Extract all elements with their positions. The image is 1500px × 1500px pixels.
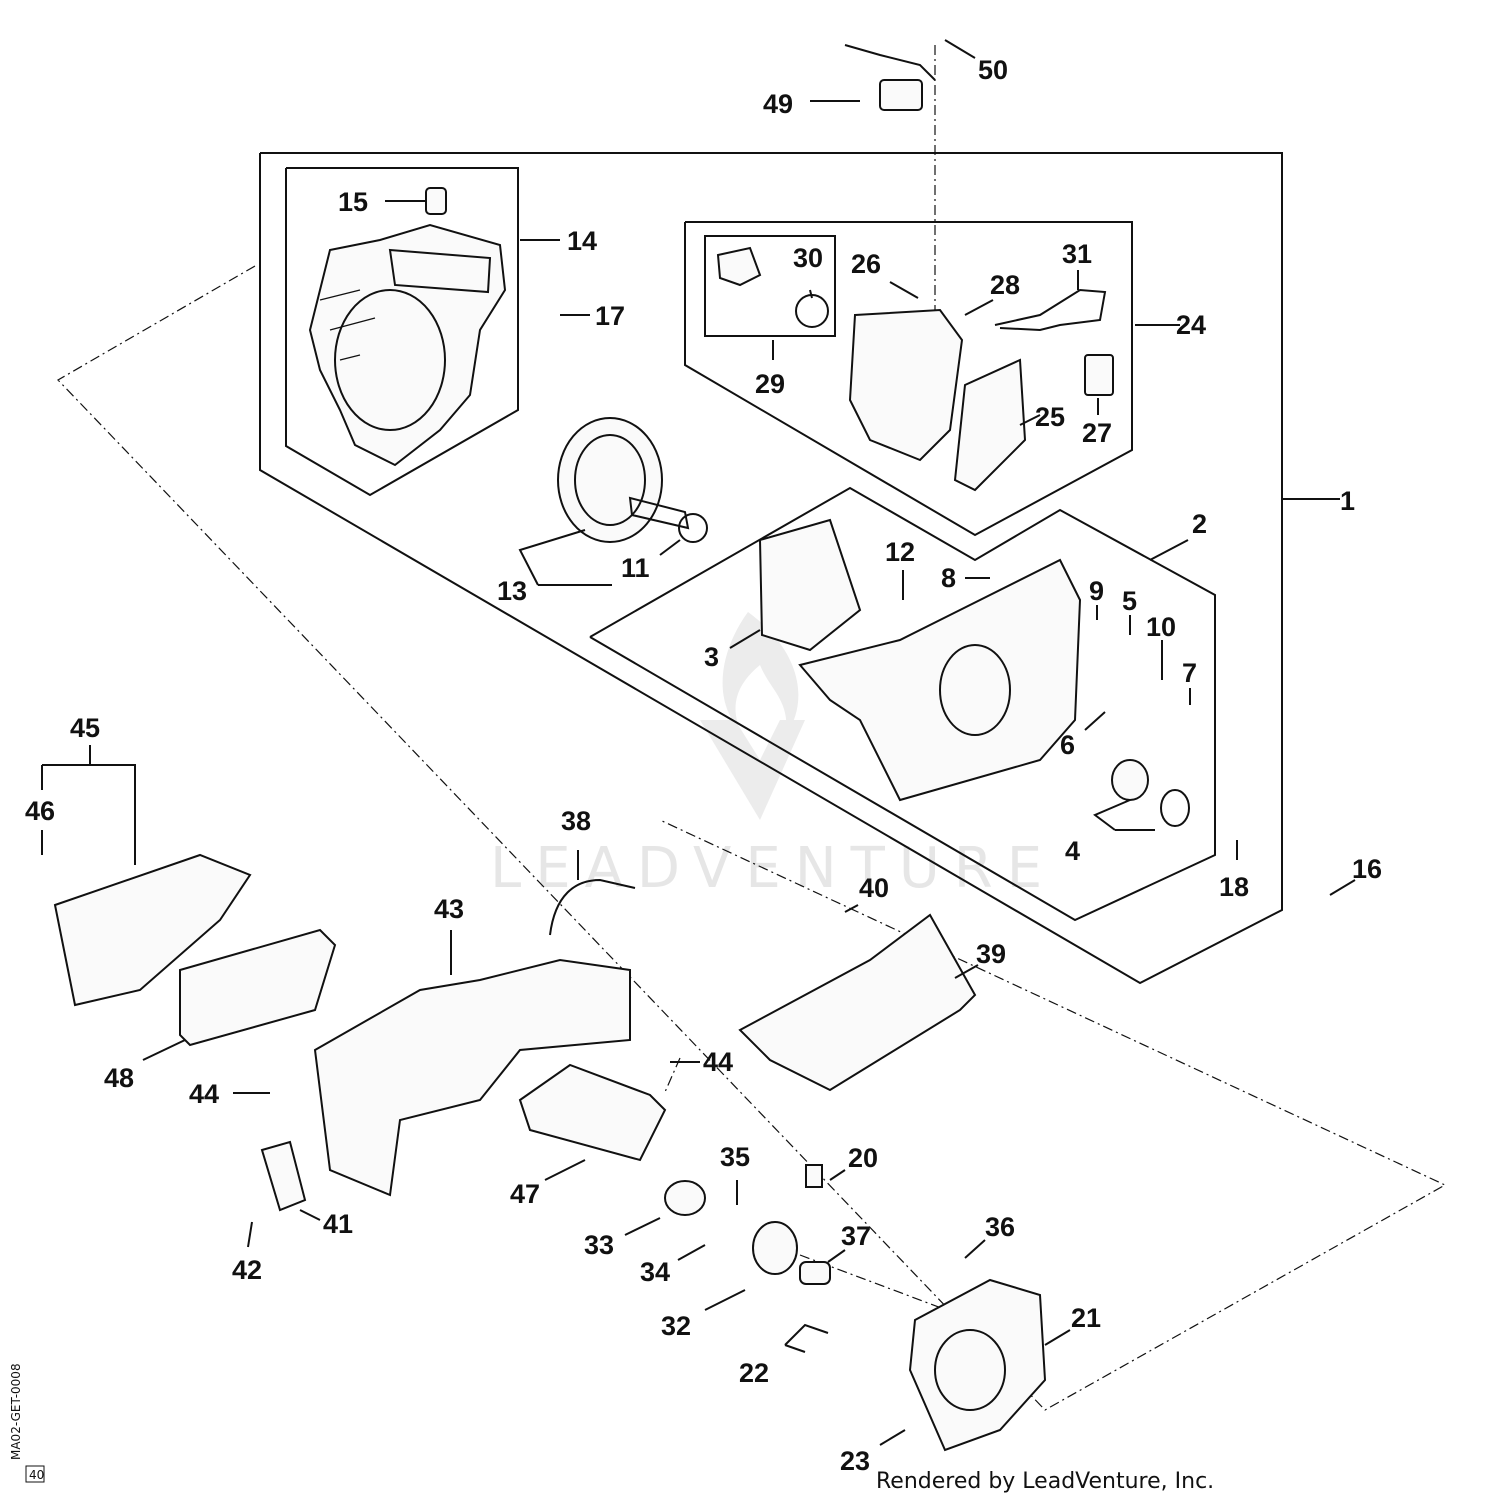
- callout-6: 6: [1060, 730, 1075, 760]
- callout-8: 8: [941, 563, 956, 593]
- callout-4: 4: [1065, 836, 1080, 866]
- callout-50: 50: [978, 55, 1008, 85]
- callout-39: 39: [976, 939, 1006, 969]
- callout-10: 10: [1146, 612, 1176, 642]
- kit-box-24: [684, 221, 1133, 537]
- callout-44-right: 44: [703, 1047, 733, 1077]
- callout-21: 21: [1071, 1303, 1101, 1333]
- callout-23: 23: [840, 1446, 870, 1476]
- callout-13: 13: [497, 576, 527, 606]
- callout-34: 34: [640, 1257, 670, 1287]
- kit-box-2: [589, 486, 1216, 922]
- callout-7: 7: [1182, 658, 1197, 688]
- callout-43: 43: [434, 894, 464, 924]
- callout-9: 9: [1089, 576, 1104, 606]
- callout-25: 25: [1035, 402, 1065, 432]
- kit-box-14: [285, 167, 519, 497]
- callout-32: 32: [661, 1311, 691, 1341]
- callout-labels: 1 2 3 4 5 6 7 8 9 10 11 12 13 14 15 16 1…: [25, 55, 1382, 1476]
- kit-box-29: [704, 235, 836, 337]
- kit-box-1: [259, 152, 1283, 985]
- callout-27: 27: [1082, 418, 1112, 448]
- lower-assemblies: [53, 44, 1047, 1452]
- part-15-shape: [425, 187, 447, 215]
- ignition-parts: [716, 246, 1114, 492]
- callout-1: 1: [1340, 486, 1355, 516]
- callout-24: 24: [1176, 310, 1206, 340]
- fan-housing: [308, 223, 507, 467]
- callout-18: 18: [1219, 872, 1249, 902]
- callout-5: 5: [1122, 586, 1137, 616]
- callout-44-left: 44: [189, 1079, 219, 1109]
- callout-31: 31: [1062, 239, 1092, 269]
- callout-12: 12: [885, 537, 915, 567]
- callout-36: 36: [985, 1212, 1015, 1242]
- callout-33: 33: [584, 1230, 614, 1260]
- drawing-code: MA02-GET-0008: [9, 1363, 23, 1460]
- callout-15: 15: [338, 187, 368, 217]
- callout-47: 47: [510, 1179, 540, 1209]
- callout-11: 11: [621, 553, 650, 583]
- callout-49: 49: [763, 89, 793, 119]
- callout-17: 17: [595, 301, 625, 331]
- flywheel: [557, 417, 708, 543]
- callout-28: 28: [990, 270, 1020, 300]
- callout-16: 16: [1352, 854, 1382, 884]
- callout-2: 2: [1192, 509, 1207, 539]
- credit-line: Rendered by LeadVenture, Inc.: [876, 1469, 1214, 1494]
- watermark-text: LEADVENTURE: [490, 836, 1056, 901]
- callout-46: 46: [25, 796, 55, 826]
- callout-38: 38: [561, 806, 591, 836]
- callout-14: 14: [567, 226, 597, 256]
- assembly-boundary: [57, 45, 1447, 1411]
- callout-22: 22: [739, 1358, 769, 1388]
- callout-37: 37: [841, 1221, 871, 1251]
- crankcase: [758, 518, 1190, 827]
- callout-45: 45: [70, 713, 100, 743]
- callout-30: 30: [793, 243, 823, 273]
- drawing-code-box: [25, 1465, 45, 1483]
- callout-3: 3: [704, 642, 719, 672]
- callout-20: 20: [848, 1143, 878, 1173]
- callout-29: 29: [755, 369, 785, 399]
- drawing-code-box-text: 40: [29, 1468, 44, 1482]
- callout-42: 42: [232, 1255, 262, 1285]
- callout-48: 48: [104, 1063, 134, 1093]
- callout-40: 40: [859, 873, 889, 903]
- leader-lines: [41, 39, 1356, 1446]
- callout-26: 26: [851, 249, 881, 279]
- callout-35: 35: [720, 1142, 750, 1172]
- callout-41: 41: [323, 1209, 353, 1239]
